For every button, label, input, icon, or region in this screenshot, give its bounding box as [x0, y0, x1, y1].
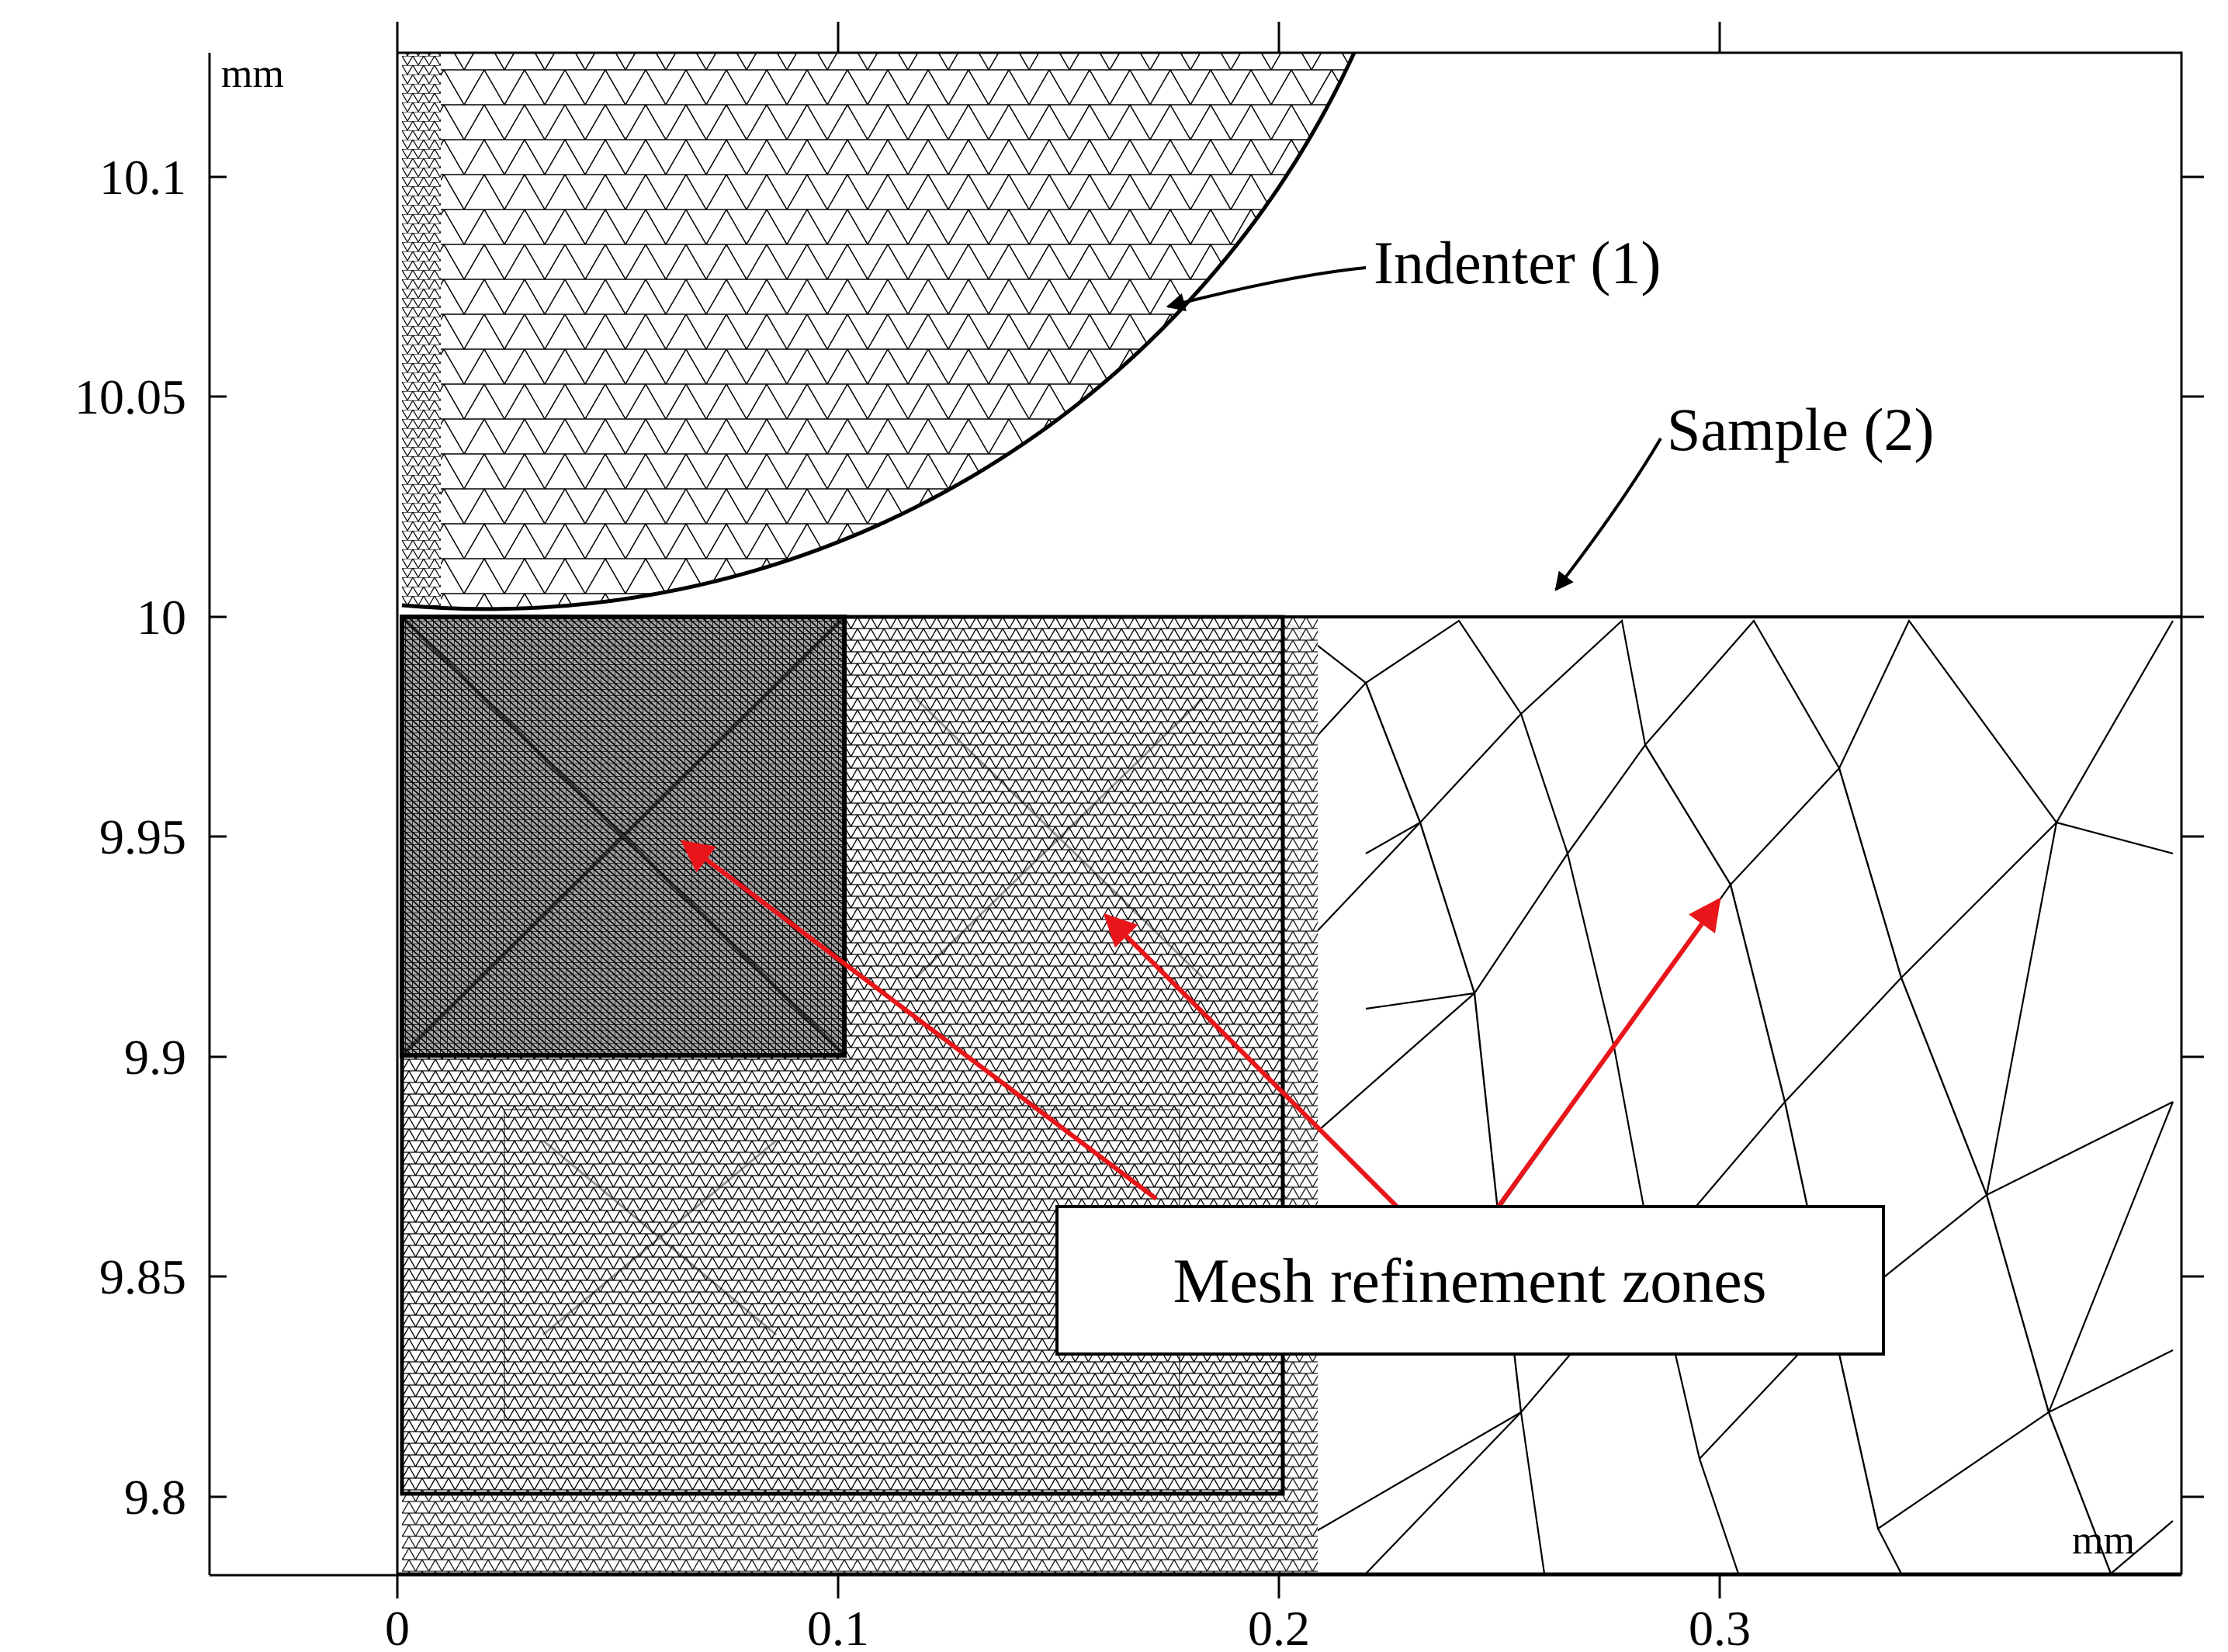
refinement-callout: Mesh refinement zones [1055, 1205, 1885, 1356]
y-tick-label: 9.85 [99, 1249, 186, 1304]
indenter-arrow [1166, 266, 1367, 312]
x-tick-label: 0.3 [1689, 1601, 1751, 1652]
y-tick-label: 9.8 [124, 1470, 186, 1525]
x-axis [396, 22, 1721, 1598]
sample-label: Sample (2) [1667, 396, 1934, 463]
y-axis [210, 175, 2204, 1498]
refinement-label: Mesh refinement zones [1173, 1245, 1766, 1316]
plot-frame [396, 51, 2183, 1575]
red-arrow-medium [1104, 913, 1411, 1221]
y-tick-label: 9.95 [99, 809, 186, 864]
x-tick-label: 0.1 [807, 1601, 869, 1652]
sample-arrow [1554, 437, 1662, 591]
y-tick-label: 10.1 [99, 150, 186, 205]
red-arrow-coarse [1488, 897, 1721, 1220]
red-arrow-fine [680, 840, 1158, 1201]
x-tick-label: 0.2 [1248, 1601, 1310, 1652]
axes-spines [208, 53, 2181, 1577]
y-tick-label: 10.05 [74, 369, 186, 424]
y-tick-label: 10 [137, 590, 186, 645]
x-unit-label: mm [2072, 1519, 2135, 1563]
indenter-label: Indenter (1) [1374, 229, 1661, 296]
refinement-arrows [680, 840, 1721, 1221]
sample-coarse-mesh [1280, 616, 2174, 1574]
plot-area [400, 53, 2181, 1574]
indenter-boundary [401, 53, 1357, 611]
x-tick-label: 0 [385, 1601, 410, 1652]
y-unit-label: mm [221, 52, 284, 96]
y-tick-label: 9.9 [124, 1030, 186, 1085]
